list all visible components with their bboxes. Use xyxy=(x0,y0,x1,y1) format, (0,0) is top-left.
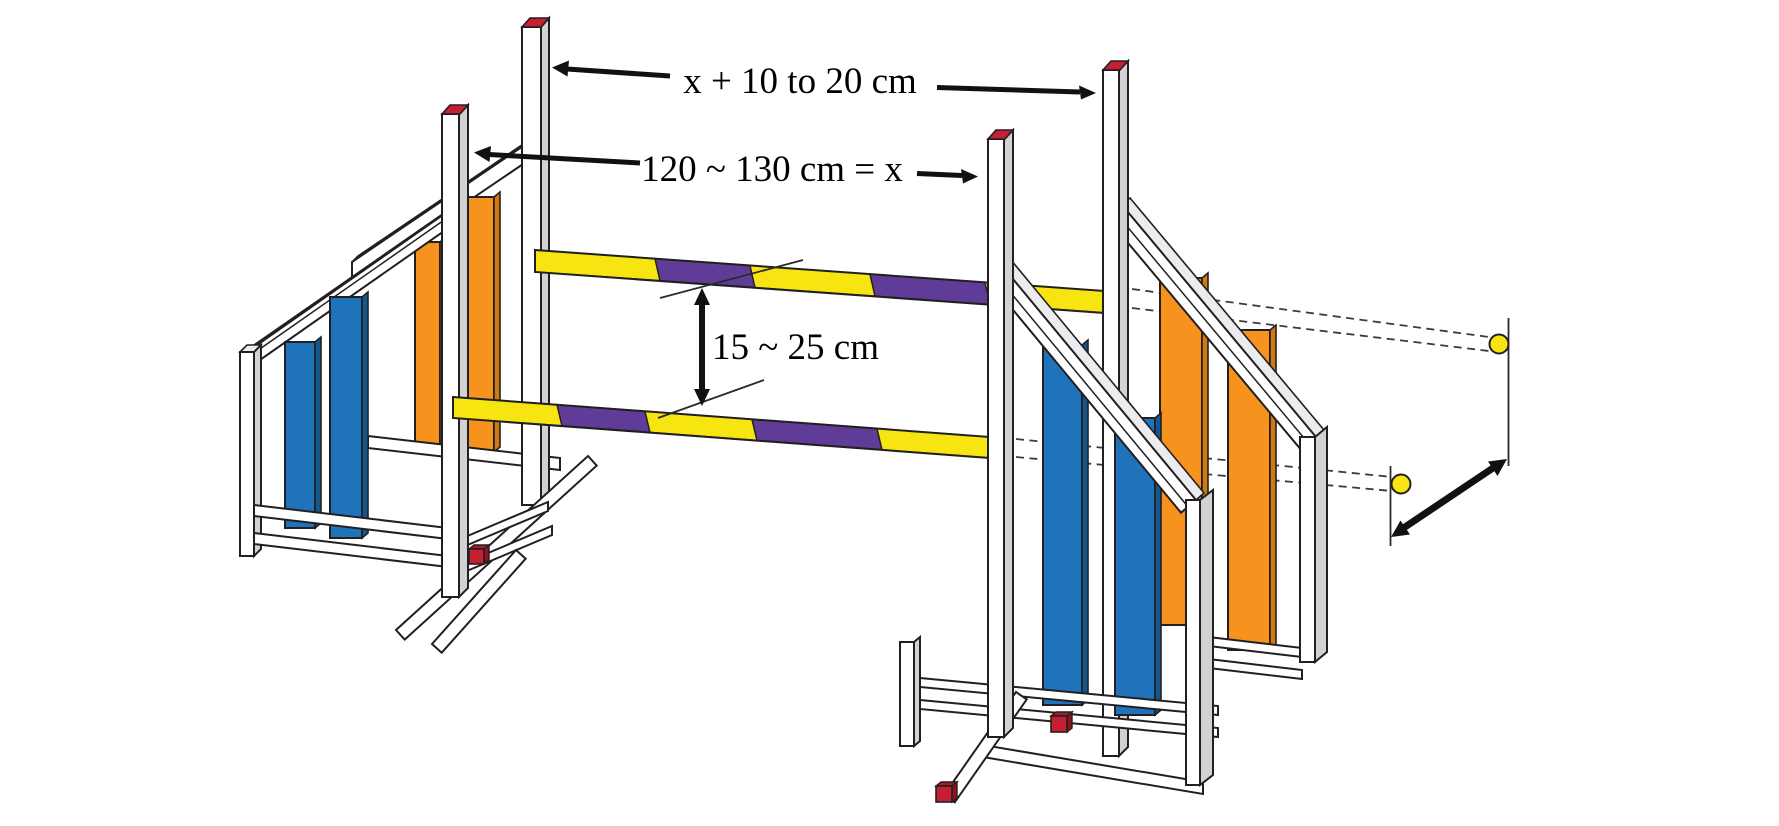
arrow-left-icon xyxy=(552,60,569,77)
right-foot-block-outer xyxy=(934,780,959,804)
right-blue-plank-1 xyxy=(1042,338,1089,707)
spread-measurement xyxy=(1389,318,1510,546)
left-outer-post xyxy=(238,342,263,559)
pole-gap-label: 15 ~ 25 cm xyxy=(712,327,879,368)
top-spread-label: x + 10 to 20 cm xyxy=(683,61,917,102)
left-front-post-cap xyxy=(440,104,470,115)
arrow-right-icon xyxy=(1079,85,1096,100)
right-rear-post-cap xyxy=(1101,60,1130,71)
right-wing-standard xyxy=(899,58,1328,804)
right-front-outer-post xyxy=(1185,487,1214,788)
right-rear-outer-post xyxy=(1299,424,1328,665)
front-height-dimension: 120 ~ 130 cm = x xyxy=(474,146,978,190)
arrow-down-icon xyxy=(694,389,710,406)
left-blue-plank-1 xyxy=(284,335,322,530)
rear-pole-cross-section xyxy=(1488,333,1510,355)
left-wing-standard xyxy=(238,15,599,655)
arrow-up-right-icon xyxy=(1488,459,1507,476)
top-spread-dimension: x + 10 to 20 cm xyxy=(552,60,1096,102)
left-front-foot-beam xyxy=(430,548,528,655)
spread-arrow xyxy=(1391,459,1507,537)
rear-pole xyxy=(534,248,1106,315)
arrow-down-left-icon xyxy=(1391,520,1410,537)
projection-line-front-bottom xyxy=(1015,456,1393,492)
pole-gap-dimension: 15 ~ 25 cm xyxy=(657,259,879,419)
arrow-left-icon xyxy=(474,146,491,162)
right-rear-depth-rail-2 xyxy=(1199,656,1303,681)
right-front-post-cap xyxy=(986,129,1015,140)
left-front-post xyxy=(440,102,470,600)
arrow-right-icon xyxy=(961,169,978,184)
front-pole xyxy=(452,395,991,460)
right-front-post xyxy=(986,127,1015,740)
front-height-label: 120 ~ 130 cm = x xyxy=(641,149,903,190)
front-pole-cross-section xyxy=(1390,473,1412,495)
left-foot-block xyxy=(467,543,491,566)
right-rear-foot-beam xyxy=(982,743,1204,796)
left-rear-foot-beam xyxy=(394,454,599,642)
left-rear-post xyxy=(520,15,551,508)
left-blue-plank-2 xyxy=(329,290,369,540)
left-rear-post-cap xyxy=(520,17,551,28)
right-support-leg xyxy=(899,634,921,749)
arrow-up-icon xyxy=(694,288,710,305)
projection-line-front-top xyxy=(1015,438,1393,478)
right-foot-block-inner xyxy=(1049,710,1074,734)
